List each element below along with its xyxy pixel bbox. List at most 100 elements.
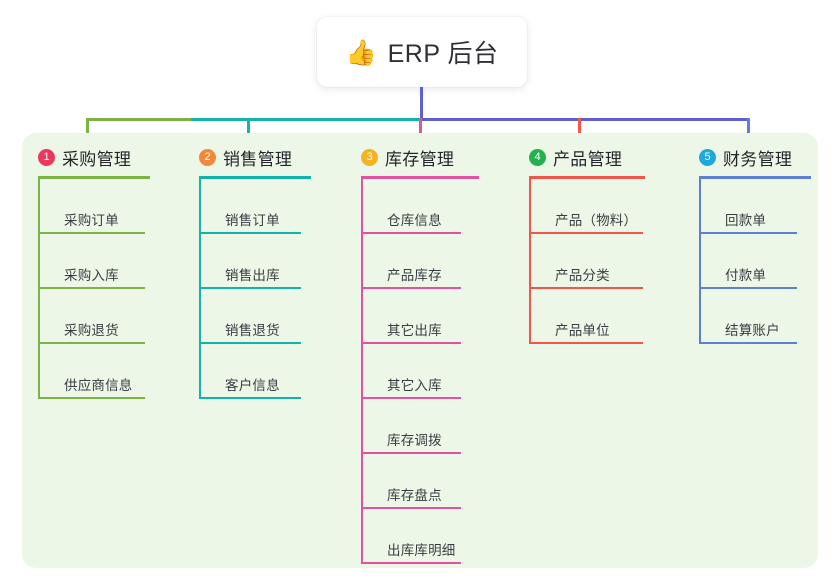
branch-item-underline [531, 232, 643, 234]
branch-item-underline [363, 397, 461, 399]
column-underline [361, 176, 479, 179]
column-underline [699, 176, 811, 179]
column-number-badge: 1 [38, 148, 55, 166]
column-branch: 仓库信息产品库存其它出库其它入库库存调拨库存盘点出库库明细 [361, 179, 511, 564]
branch-item-underline [363, 452, 461, 454]
diagram-panel [22, 133, 818, 568]
branch-item-label: 出库库明细 [387, 543, 456, 558]
branch-item[interactable]: 结算账户 [701, 289, 839, 344]
branch-item-label: 其它出库 [387, 323, 442, 338]
column-title: 库存管理 [385, 149, 455, 169]
branch-item-underline [363, 287, 461, 289]
branch-item-underline [201, 287, 301, 289]
root-node[interactable]: 👍 ERP 后台 [317, 17, 527, 87]
branch-item-label: 仓库信息 [387, 213, 442, 228]
branch-item-label: 采购入库 [64, 268, 119, 283]
branch-spine [529, 179, 531, 344]
column-stub-5 [747, 118, 750, 145]
branch-item-label: 其它入库 [387, 378, 442, 393]
branch-item-underline [363, 507, 461, 509]
branch-item-underline [40, 232, 145, 234]
column-branch: 采购订单采购入库采购退货供应商信息 [38, 179, 188, 399]
branch-item-label: 销售退货 [225, 323, 280, 338]
branch-spine [199, 179, 201, 399]
column-number-badge: 3 [361, 148, 378, 166]
branch-item[interactable]: 产品分类 [531, 234, 689, 289]
branch-spine [699, 179, 701, 344]
branch-item-underline [40, 342, 145, 344]
column-finance: 5 财务管理回款单付款单结算账户 [699, 145, 839, 344]
branch-item[interactable]: 销售出库 [201, 234, 349, 289]
branch-item-label: 产品分类 [555, 268, 610, 283]
column-header[interactable]: 3 库存管理 [361, 145, 511, 169]
column-header[interactable]: 1 采购管理 [38, 145, 188, 169]
branch-item-label: 销售出库 [225, 268, 280, 283]
thumbs-up-icon: 👍 [345, 37, 377, 67]
branch-item-underline [701, 232, 797, 234]
branch-item-label: 采购退货 [64, 323, 119, 338]
column-title: 销售管理 [223, 149, 293, 169]
branch-item-label: 库存盘点 [387, 488, 442, 503]
column-branch: 销售订单销售出库销售退货客户信息 [199, 179, 349, 399]
column-number-badge: 5 [699, 148, 716, 166]
column-stub-3 [419, 118, 422, 145]
branch-item[interactable]: 库存调拨 [363, 399, 511, 454]
branch-item-underline [363, 232, 461, 234]
branch-item[interactable]: 产品（物料） [531, 179, 689, 234]
branch-item[interactable]: 采购订单 [40, 179, 188, 234]
column-header[interactable]: 4 产品管理 [529, 145, 689, 169]
column-title: 财务管理 [723, 149, 793, 169]
column-header[interactable]: 2 销售管理 [199, 145, 349, 169]
column-underline [529, 176, 645, 179]
branch-item[interactable]: 产品库存 [363, 234, 511, 289]
column-stub-1 [86, 118, 89, 145]
column-sales: 2 销售管理销售订单销售出库销售退货客户信息 [199, 145, 349, 399]
branch-item-label: 回款单 [725, 213, 767, 228]
branch-item-underline [531, 287, 643, 289]
branch-item-label: 产品库存 [387, 268, 442, 283]
column-inventory: 3 库存管理仓库信息产品库存其它出库其它入库库存调拨库存盘点出库库明细 [361, 145, 511, 564]
branch-item-label: 结算账户 [725, 323, 780, 338]
branch-item[interactable]: 回款单 [701, 179, 839, 234]
branch-item-label: 产品单位 [555, 323, 610, 338]
column-underline [199, 176, 311, 179]
column-branch: 产品（物料） 产品分类产品单位 [529, 179, 689, 344]
column-title: 采购管理 [62, 149, 132, 169]
branch-item-underline [701, 342, 797, 344]
branch-item-underline [201, 232, 301, 234]
column-stub-4 [578, 118, 581, 145]
branch-item-label: 客户信息 [225, 378, 280, 393]
branch-item[interactable]: 产品单位 [531, 289, 689, 344]
column-underline [38, 176, 150, 179]
root-node-content: 👍 ERP 后台 [345, 34, 498, 70]
root-stem-connector [420, 87, 423, 120]
column-purchasing: 1 采购管理采购订单采购入库采购退货供应商信息 [38, 145, 188, 399]
branch-item[interactable]: 采购退货 [40, 289, 188, 344]
branch-item-label: 采购订单 [64, 213, 119, 228]
branch-item-underline [40, 397, 145, 399]
column-number-badge: 4 [529, 148, 546, 166]
column-number-badge: 2 [199, 148, 216, 166]
branch-item[interactable]: 销售退货 [201, 289, 349, 344]
branch-item[interactable]: 仓库信息 [363, 179, 511, 234]
branch-item-label: 销售订单 [225, 213, 280, 228]
branch-item[interactable]: 出库库明细 [363, 509, 511, 564]
column-header[interactable]: 5 财务管理 [699, 145, 839, 169]
branch-item-underline [201, 397, 301, 399]
root-title: ERP 后台 [387, 40, 499, 68]
branch-item[interactable]: 采购入库 [40, 234, 188, 289]
bus-segment-teal [191, 118, 421, 121]
branch-item-label: 付款单 [725, 268, 767, 283]
branch-item[interactable]: 供应商信息 [40, 344, 188, 399]
branch-spine [38, 179, 40, 399]
branch-item[interactable]: 其它入库 [363, 344, 511, 399]
column-product: 4 产品管理产品（物料） 产品分类产品单位 [529, 145, 689, 344]
branch-item[interactable]: 库存盘点 [363, 454, 511, 509]
branch-item[interactable]: 客户信息 [201, 344, 349, 399]
branch-item-label: 产品（物料） [555, 213, 638, 228]
branch-item[interactable]: 其它出库 [363, 289, 511, 344]
branch-item[interactable]: 付款单 [701, 234, 839, 289]
branch-item-underline [701, 287, 797, 289]
column-title: 产品管理 [553, 149, 623, 169]
branch-item[interactable]: 销售订单 [201, 179, 349, 234]
